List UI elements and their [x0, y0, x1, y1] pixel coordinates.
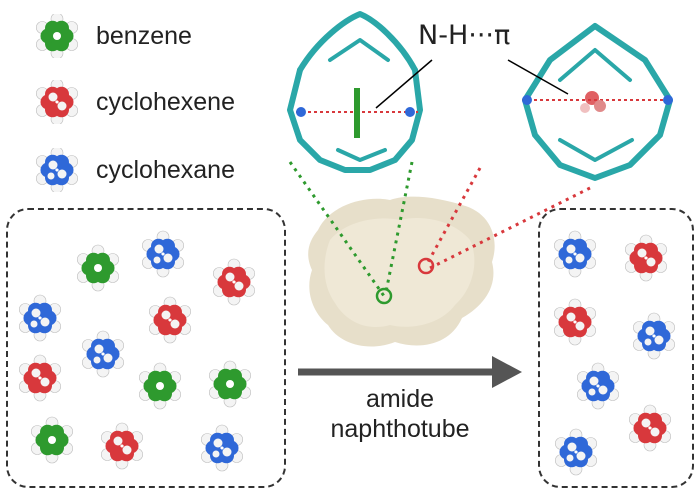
zoom-circle-red: [417, 257, 435, 275]
left-nitrogen-b: [405, 107, 415, 117]
benzene-molecule-icon: [35, 14, 78, 58]
right-guest-cyclohexene: [580, 91, 606, 113]
legend-benzene: benzene: [30, 14, 192, 58]
arrow-label: amide naphthotube: [330, 384, 470, 444]
separated-cyclohexene-3: [628, 404, 671, 452]
zoom-line-green-b: [384, 161, 414, 293]
left-host-cage: [287, 11, 423, 173]
separated-cyclohexane-3: [576, 362, 619, 410]
mixture-cyclohexene-2: [148, 296, 191, 344]
legend-cyclohexene: cyclohexene: [30, 80, 235, 124]
mixture-cyclohexene-4: [100, 422, 143, 470]
separated-box: [538, 208, 694, 488]
mixture-benzene-4: [30, 416, 73, 464]
mixture-box: [6, 208, 286, 488]
separated-cyclohexane-1: [553, 230, 596, 278]
zoom-line-red-b: [429, 186, 591, 270]
mixture-cyclohexane-3: [81, 330, 124, 378]
mixture-benzene-3: [208, 360, 251, 408]
zoom-line-red-a: [425, 167, 482, 265]
mixture-cyclohexane-1: [141, 230, 184, 278]
legend-cyclohexane: cyclohexane: [30, 148, 235, 192]
separation-arrow: [298, 356, 522, 388]
right-host-cage: [522, 23, 673, 181]
mixture-cyclohexene-3: [18, 354, 61, 402]
arrow-label-line1: amide: [365, 385, 435, 413]
right-nitrogen-b: [663, 95, 673, 105]
mixture-cyclohexane-2: [18, 294, 61, 342]
label-pointer-left: [375, 59, 433, 109]
mixture-cyclohexane-4: [200, 424, 243, 472]
zoom-line-green-a: [288, 161, 386, 297]
label-pointer-right: [507, 59, 569, 95]
cyclohexane-molecule-icon: [35, 148, 78, 192]
separated-cyclohexene-1: [624, 234, 667, 282]
legend-label-cyclohexane: cyclohexane: [96, 155, 235, 184]
separated-cyclohexene-2: [553, 298, 596, 346]
mixture-benzene-1: [76, 244, 119, 292]
separated-cyclohexane-2: [632, 312, 675, 360]
nh-pi-interaction-label: N-H···π: [418, 20, 511, 51]
mixture-benzene-2: [138, 362, 181, 410]
legend-label-cyclohexene: cyclohexene: [96, 87, 235, 116]
zoom-circle-green: [375, 287, 393, 305]
right-nitrogen-a: [522, 95, 532, 105]
left-nitrogen-a: [296, 107, 306, 117]
arrow-label-line2: naphthotube: [330, 415, 470, 443]
mixture-cyclohexene-1: [212, 258, 255, 306]
left-guest-benzene: [354, 88, 360, 138]
legend-label-benzene: benzene: [96, 21, 192, 50]
cyclohexene-molecule-icon: [35, 80, 78, 124]
separated-cyclohexane-4: [554, 428, 597, 476]
